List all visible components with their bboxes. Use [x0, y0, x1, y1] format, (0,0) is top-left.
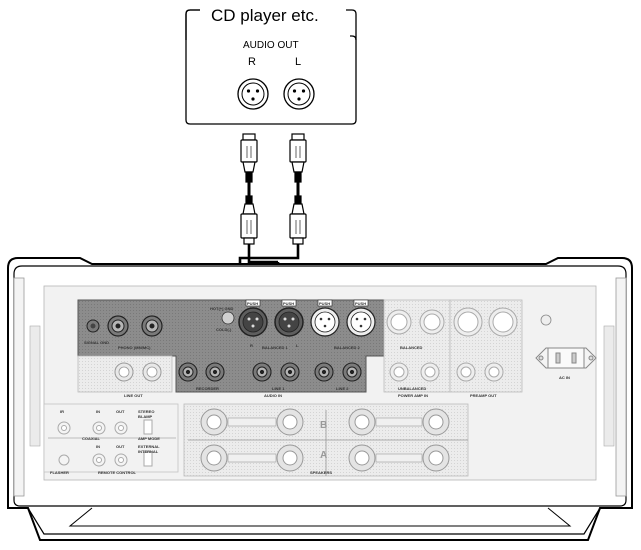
- speaker-terminals: [188, 408, 468, 476]
- balanced-label: BALANCED: [400, 345, 423, 350]
- in-label-2: IN: [96, 444, 100, 449]
- coaxial-label: COAXIAL: [82, 436, 100, 441]
- out-label-1: OUT: [116, 409, 125, 414]
- push-label-4: PUSH: [355, 301, 367, 306]
- bi-amp-label: BI-AMP: [138, 414, 153, 419]
- source-device-title: CD player etc.: [207, 6, 323, 26]
- hot-gnd-label: HOT(+) GND: [210, 306, 234, 311]
- source-device: [185, 9, 357, 125]
- phono-jacks: [107, 315, 163, 337]
- balanced-xlr-inputs: [238, 299, 376, 337]
- amp-mode-label: AMP MODE: [138, 436, 160, 441]
- channel-r-label: R: [248, 56, 256, 68]
- out-label-2: OUT: [116, 444, 125, 449]
- control-jacks: [48, 419, 176, 467]
- phono-label: PHONO (MM/MC): [118, 345, 151, 350]
- speaker-b-label: B: [320, 420, 328, 431]
- ac-in-label: AC IN: [559, 375, 570, 380]
- line-out-jacks: [114, 362, 162, 382]
- unbalanced-label: UNBALANCED: [398, 386, 427, 391]
- external-label: EXTERNAL: [138, 444, 160, 449]
- flasher-label: FLASHER: [50, 470, 69, 475]
- power-preamp-jacks: [386, 307, 518, 382]
- xlr-cable-l: [289, 133, 307, 245]
- speaker-a-label: A: [320, 450, 328, 461]
- xlr-out-r-jack: [237, 78, 269, 110]
- balanced1-l-mark: L: [296, 343, 299, 348]
- balanced1-l-jack: [274, 299, 304, 337]
- ir-label: IR: [60, 409, 64, 414]
- audio-in-label: AUDIO IN: [264, 393, 282, 398]
- push-label-1: PUSH: [247, 301, 259, 306]
- balanced2-label: BALANCED 2: [334, 345, 360, 350]
- cold-label: COLD(-): [216, 327, 232, 332]
- balanced1-label: BALANCED 1: [262, 345, 288, 350]
- balanced2-l-jack: [346, 299, 376, 337]
- push-label-3: PUSH: [319, 301, 331, 306]
- line2-label: LINE 2: [336, 386, 349, 391]
- internal-label: INTERNAL: [138, 449, 159, 454]
- recorder-label: RECORDER: [196, 386, 219, 391]
- line1-label: LINE 1: [272, 386, 285, 391]
- rca-input-jacks: [178, 362, 362, 382]
- stereo-label: STEREO: [138, 409, 155, 414]
- audio-out-label: AUDIO OUT: [243, 40, 299, 51]
- signal-gnd-label: SIGNAL GND: [84, 340, 110, 345]
- power-amp-in-label: POWER AMP IN: [398, 393, 429, 398]
- preamp-out-label: PREAMP OUT: [470, 393, 497, 398]
- push-label-2: PUSH: [283, 301, 295, 306]
- ac-inlet: [535, 314, 597, 369]
- balanced1-r-jack: [238, 299, 268, 337]
- channel-l-label: L: [295, 56, 302, 68]
- balanced1-r-mark: R: [250, 343, 253, 348]
- speakers-label: SPEAKERS: [310, 470, 333, 475]
- xlr-cable-r: [240, 133, 258, 245]
- xlr-cables: [238, 133, 307, 316]
- in-label-1: IN: [96, 409, 100, 414]
- xlr-out-l-jack: [283, 78, 315, 110]
- remote-control-label: REMOTE CONTROL: [98, 470, 136, 475]
- signal-gnd-terminal: [86, 319, 100, 333]
- line-out-label: LINE OUT: [124, 393, 143, 398]
- balanced2-r-jack: [310, 299, 340, 337]
